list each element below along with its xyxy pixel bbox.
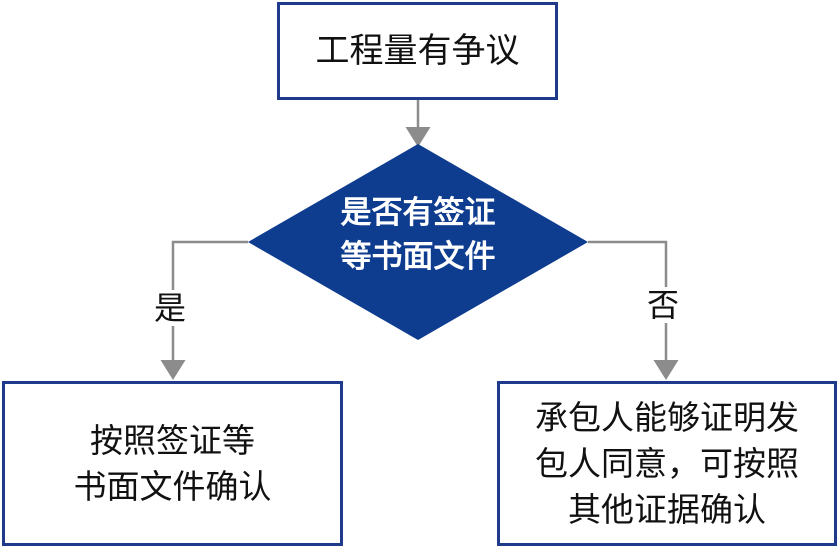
connector-no-branch — [588, 240, 679, 380]
yes-result-box: 按照签证等 书面文件确认 — [2, 381, 343, 546]
start-text: 工程量有争议 — [315, 31, 520, 71]
connector-yes-branch — [160, 240, 248, 380]
start-box: 工程量有争议 — [277, 2, 558, 100]
decision-text: 是否有签证 等书面文件 — [340, 195, 496, 275]
decision-diamond — [248, 144, 588, 340]
no-result-box: 承包人能够证明发 包人同意，可按照 其他证据确认 — [497, 381, 837, 546]
yes-result-text: 按照签证等 书面文件确认 — [73, 420, 272, 506]
no-result-text: 承包人能够证明发 包人同意，可按照 其他证据确认 — [535, 397, 799, 529]
yes-label: 是 — [152, 289, 189, 327]
no-label: 否 — [645, 286, 682, 324]
